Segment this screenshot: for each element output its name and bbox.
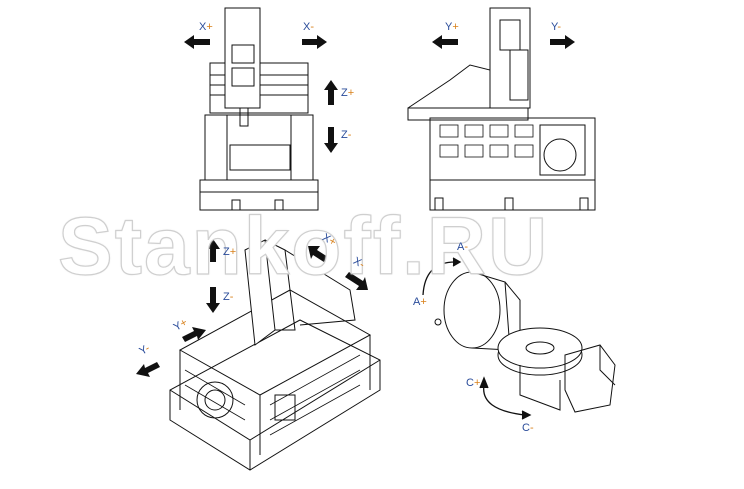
label-iso-z-minus: Z- [223, 291, 234, 303]
label-side-y-plus: Y+ [445, 21, 459, 33]
arrow-up-left-icon [308, 246, 331, 264]
iso-view-machine [169, 239, 381, 471]
rotation-arrows [422, 257, 532, 420]
arrow-down-right-icon [345, 272, 368, 290]
arrow-up-right-icon [182, 327, 206, 342]
watermark: Stankoff.RU [57, 200, 550, 292]
side-view-machine [407, 7, 596, 211]
arrow-left-icon [184, 35, 210, 49]
arrow-right-icon [550, 35, 575, 49]
label-front-z-plus: Z+ [341, 87, 355, 99]
label-front-x-plus: X+ [199, 21, 213, 33]
arrow-down-left-icon [136, 362, 160, 377]
label-a-minus: A- [457, 241, 469, 253]
label-iso-z-plus: Z+ [223, 246, 237, 258]
label-front-z-minus: Z- [341, 129, 352, 141]
arrow-left-icon [432, 35, 458, 49]
arrow-down-icon [324, 127, 338, 153]
rotary-table-drawing [434, 271, 616, 413]
label-side-y-minus: Y- [551, 21, 561, 33]
arrow-down-icon [206, 287, 220, 313]
front-view-machine [199, 7, 319, 211]
c-rotation-arc [483, 384, 526, 416]
arrow-up-icon [324, 80, 338, 105]
arrow-right-icon [302, 35, 327, 49]
label-a-plus: A+ [413, 296, 427, 308]
arrow-up-icon [206, 239, 220, 262]
label-c-minus: C- [522, 422, 534, 434]
label-c-plus: C+ [466, 377, 481, 389]
a-rotation-arc [422, 261, 456, 296]
label-front-x-minus: X- [303, 21, 315, 33]
